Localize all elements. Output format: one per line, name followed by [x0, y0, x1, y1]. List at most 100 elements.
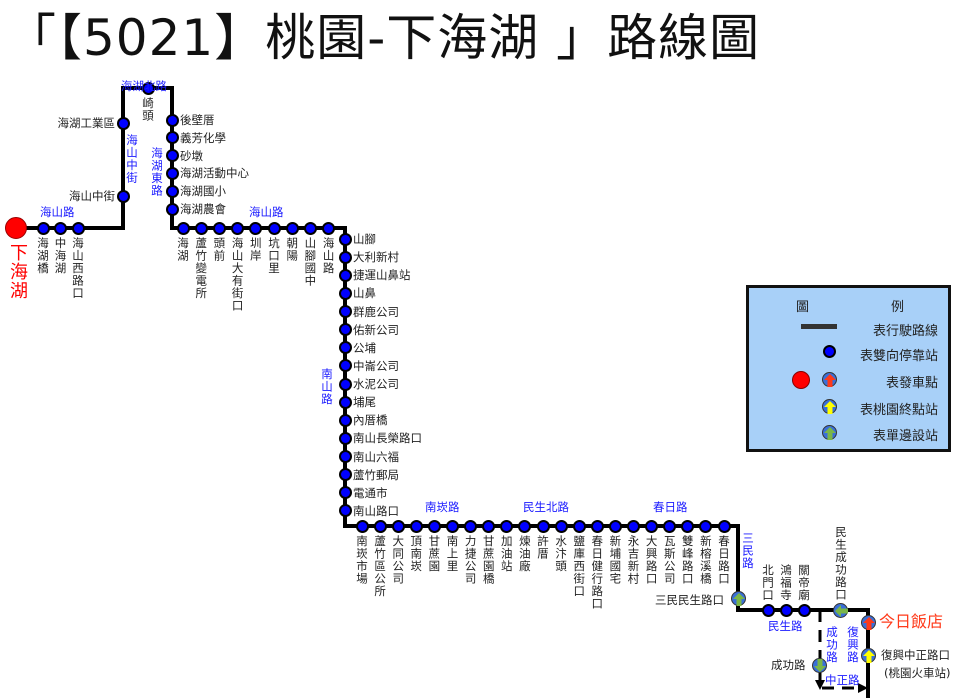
- stop[interactable]: [338, 504, 352, 518]
- stop[interactable]: [572, 519, 586, 533]
- stop[interactable]: [338, 395, 352, 409]
- stop[interactable]: [285, 221, 299, 235]
- stop[interactable]: [338, 250, 352, 264]
- stop[interactable]: [427, 519, 441, 533]
- stop-label-fuxing-zhongzheng: 復興中正路口: [881, 648, 950, 662]
- stop-label: 海山大有街口: [230, 237, 245, 312]
- stop[interactable]: [116, 189, 130, 203]
- stop[interactable]: [554, 519, 568, 533]
- stop[interactable]: [608, 519, 622, 533]
- stop[interactable]: [338, 468, 352, 482]
- stop[interactable]: [518, 519, 532, 533]
- stop[interactable]: [536, 519, 550, 533]
- stop[interactable]: [165, 202, 179, 216]
- stop[interactable]: [373, 519, 387, 533]
- stop-label: 南山長榮路口: [353, 431, 422, 446]
- stop[interactable]: [212, 221, 226, 235]
- stop-label: 大同公司: [391, 535, 406, 585]
- stop[interactable]: [645, 519, 659, 533]
- stop[interactable]: [165, 131, 179, 145]
- legend-departure-arrow-icon: [822, 372, 837, 387]
- stop[interactable]: [338, 450, 352, 464]
- stop[interactable]: [797, 603, 811, 617]
- legend-terminal: 表桃園終點站: [859, 403, 938, 418]
- stop-label: 加油站: [499, 535, 514, 573]
- stop-label: 大興路口: [644, 535, 659, 585]
- stop-label: 頭前: [212, 237, 227, 262]
- stop-chenggong-one-way-icon[interactable]: [812, 658, 827, 673]
- stop[interactable]: [338, 232, 352, 246]
- stop[interactable]: [663, 519, 677, 533]
- road-sanmin: 三民路: [741, 532, 755, 570]
- stop-label: 春日路口: [717, 535, 731, 585]
- stop[interactable]: [409, 519, 423, 533]
- stop[interactable]: [194, 221, 208, 235]
- stop-label: 海湖國小: [180, 184, 226, 199]
- stop-fuxing-zhongzheng-terminal-icon[interactable]: [861, 648, 876, 663]
- stop-label: 甘蔗園: [427, 535, 442, 573]
- stop-label: 捷運山鼻站: [353, 268, 411, 283]
- stop[interactable]: [338, 431, 352, 445]
- stop[interactable]: [165, 166, 179, 180]
- stop[interactable]: [141, 81, 155, 95]
- stop[interactable]: [446, 519, 459, 533]
- stop-label: 新榕溪橋: [698, 535, 713, 585]
- stop[interactable]: [322, 221, 336, 235]
- stop[interactable]: [338, 323, 352, 337]
- stop[interactable]: [482, 519, 496, 533]
- stop[interactable]: [355, 519, 369, 533]
- stop[interactable]: [36, 221, 50, 235]
- stop[interactable]: [338, 341, 352, 355]
- stop[interactable]: [338, 359, 352, 373]
- stop-label: 永吉新村: [626, 535, 641, 585]
- stop[interactable]: [176, 221, 190, 235]
- stop-label: 公埔: [353, 340, 376, 355]
- stop-label: 朝陽: [285, 237, 300, 262]
- stop-minsheng-chenggong-one-way-icon[interactable]: [833, 603, 848, 618]
- stop[interactable]: [500, 519, 514, 533]
- stop[interactable]: [165, 184, 179, 198]
- legend-title-left: 圖: [796, 300, 810, 315]
- stop-label: 水汴頭: [554, 535, 569, 573]
- stop[interactable]: [54, 221, 67, 235]
- stop[interactable]: [338, 286, 352, 300]
- stop-label: 大利新村: [353, 250, 399, 265]
- stop[interactable]: [761, 603, 775, 617]
- terminal-departure-icon[interactable]: [861, 615, 876, 630]
- stop[interactable]: [779, 603, 793, 617]
- stop[interactable]: [338, 413, 352, 427]
- stop[interactable]: [303, 221, 317, 235]
- stop[interactable]: [338, 305, 352, 319]
- stop-sanmin-minsheng-one-way-icon[interactable]: [731, 591, 746, 606]
- stop[interactable]: [71, 221, 85, 235]
- stop[interactable]: [627, 519, 640, 533]
- legend-one-way: 表單邊設站: [872, 429, 938, 444]
- stop-label: 山腳: [353, 232, 376, 246]
- stop[interactable]: [464, 519, 478, 533]
- stop[interactable]: [338, 486, 352, 500]
- stop[interactable]: [116, 116, 130, 130]
- stop[interactable]: [681, 519, 695, 533]
- legend: 圖 例 表行駛路線 表雙向停靠站 表發車點 表桃園終點站 表單邊設站: [746, 285, 951, 452]
- stop[interactable]: [391, 519, 405, 533]
- stop[interactable]: [338, 377, 352, 391]
- stop[interactable]: [165, 113, 179, 127]
- stop[interactable]: [717, 519, 731, 533]
- stop[interactable]: [699, 519, 713, 533]
- stop-label: 北門口: [761, 563, 775, 602]
- stop[interactable]: [590, 519, 604, 533]
- stop[interactable]: [249, 221, 263, 235]
- page-title: 「【5021】桃園-下海湖 」路線圖: [6, 9, 761, 67]
- stop[interactable]: [338, 268, 352, 282]
- stop[interactable]: [165, 149, 179, 163]
- stop-label-sanmin-minsheng: 三民民生路口: [655, 593, 724, 607]
- stop[interactable]: [231, 221, 245, 235]
- stop-label: 山鼻: [353, 286, 376, 301]
- legend-terminal-arrow-icon: [822, 399, 837, 414]
- legend-route: 表行駛路線: [872, 324, 938, 339]
- stop[interactable]: [267, 221, 281, 235]
- origin-stop[interactable]: [5, 217, 27, 239]
- stop-label: 春日健行路口: [590, 535, 605, 610]
- stop-label: 海山西路口: [71, 237, 85, 300]
